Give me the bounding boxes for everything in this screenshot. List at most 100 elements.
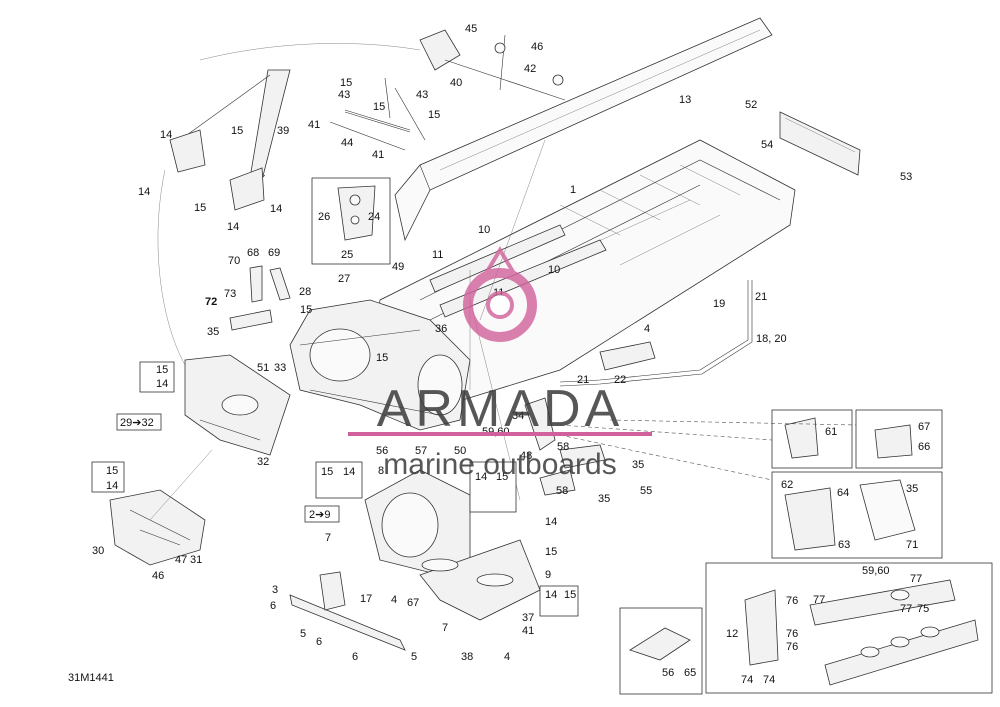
callout-43: 43: [416, 89, 428, 101]
callout-56: 56: [662, 667, 674, 679]
callout-45: 45: [465, 23, 477, 35]
watermark-sub: marine outboards: [383, 448, 616, 481]
callout-76: 76: [786, 641, 798, 653]
callout-14: 14: [106, 480, 118, 492]
callout-14: 14: [270, 203, 282, 215]
callout-5: 5: [411, 651, 417, 663]
callout-boxes: [91, 361, 579, 617]
callout-15: 15: [545, 546, 557, 558]
callout-21: 21: [755, 291, 767, 303]
inset-61: [771, 409, 853, 469]
callout-50: 50: [454, 445, 466, 457]
callout-14: 14: [545, 589, 557, 601]
callout-14: 14: [160, 129, 172, 141]
callout-1: 1: [570, 184, 576, 196]
callout-7: 7: [442, 622, 448, 634]
callout-77: 77: [910, 573, 922, 585]
callout-41: 41: [522, 625, 534, 637]
lower-left-bracket: [109, 489, 206, 566]
callout-35: 35: [207, 326, 219, 338]
callout-4: 4: [391, 594, 397, 606]
callout-54: 54: [761, 139, 773, 151]
callout-48: 48: [520, 450, 532, 462]
callout-6: 6: [352, 651, 358, 663]
watermark-underline: [348, 432, 652, 436]
callout-21: 21: [577, 374, 589, 386]
callout-15: 15: [340, 77, 352, 89]
callout-6: 6: [316, 636, 322, 648]
callout-56: 56: [376, 445, 388, 457]
callout-44: 44: [341, 137, 353, 149]
callout-3: 3: [272, 584, 278, 596]
callout-labels: 45 46 42 40 13 15 43 15 43 41 15 44 41 1…: [68, 23, 930, 686]
small-brackets-left: [229, 265, 291, 331]
front-frame: [289, 299, 471, 431]
callout-25: 25: [341, 249, 353, 261]
callout-15: 15: [376, 352, 388, 364]
callout-17: 17: [360, 593, 372, 605]
callout-76: 76: [786, 595, 798, 607]
callout-19: 19: [713, 298, 725, 310]
callout-11: 11: [432, 249, 443, 261]
watermark: ARMADA marine outboards: [348, 246, 652, 481]
callout-15: 15: [428, 109, 440, 121]
tunnel-panel: [394, 17, 773, 242]
callout-37: 37: [522, 612, 534, 624]
callout-47: 47: [175, 554, 187, 566]
watermark-brand: ARMADA: [377, 380, 623, 438]
callout-15: 15: [156, 364, 168, 376]
callout-68: 68: [247, 247, 259, 259]
callout-13: 13: [679, 94, 691, 106]
drawing-code: 31M1441: [68, 672, 114, 684]
lower-frame: [364, 469, 541, 621]
callout-22: 22: [614, 374, 626, 386]
inset-65: [619, 607, 703, 695]
callout-35: 35: [632, 459, 644, 471]
callout-43: 43: [338, 89, 350, 101]
side-rail: [559, 280, 753, 387]
callout-14: 14: [156, 378, 168, 390]
callout-4: 4: [504, 651, 510, 663]
callout-61: 61: [825, 426, 837, 438]
callout-15: 15: [300, 304, 312, 316]
callout-76: 76: [786, 628, 798, 640]
callout-73: 73: [224, 288, 236, 300]
callout-75: 75: [917, 603, 929, 615]
callout-15: 15: [564, 589, 576, 601]
callout-51: 51: [257, 362, 269, 374]
callout-58: 58: [556, 485, 568, 497]
callout-14: 14: [138, 186, 150, 198]
callout-66: 66: [918, 441, 930, 453]
callout-35: 35: [906, 483, 918, 495]
callout-33: 33: [274, 362, 286, 374]
callout-32: 32: [257, 456, 269, 468]
callout-46: 46: [531, 41, 543, 53]
callout-29-32: 29➔32: [120, 417, 154, 429]
callout-42: 42: [524, 63, 536, 75]
callout-65: 65: [684, 667, 696, 679]
callout-70: 70: [228, 255, 240, 267]
callout-31: 31: [190, 554, 202, 566]
callout-2-9: 2➔9: [309, 509, 330, 521]
callout-71: 71: [906, 539, 918, 551]
side-brackets-58: [524, 397, 606, 496]
callout-10: 10: [548, 264, 560, 276]
callout-7: 7: [325, 532, 331, 544]
callout-5: 5: [300, 628, 306, 640]
callout-63: 63: [838, 539, 850, 551]
callout-49: 49: [392, 261, 404, 273]
callout-9: 9: [545, 569, 551, 581]
callout-34: 34: [512, 410, 524, 422]
callout-15: 15: [373, 101, 385, 113]
callout-15: 15: [231, 125, 243, 137]
callout-74: 74: [741, 674, 753, 686]
callout-15: 15: [194, 202, 206, 214]
callout-24: 24: [368, 211, 380, 223]
inset-12: [705, 562, 993, 694]
steering-column: [169, 69, 291, 211]
callout-27: 27: [338, 273, 350, 285]
callout-53: 53: [900, 171, 912, 183]
callout-58: 58: [557, 441, 569, 453]
callout-15: 15: [321, 466, 333, 478]
lower-slide-rail: [289, 571, 406, 651]
